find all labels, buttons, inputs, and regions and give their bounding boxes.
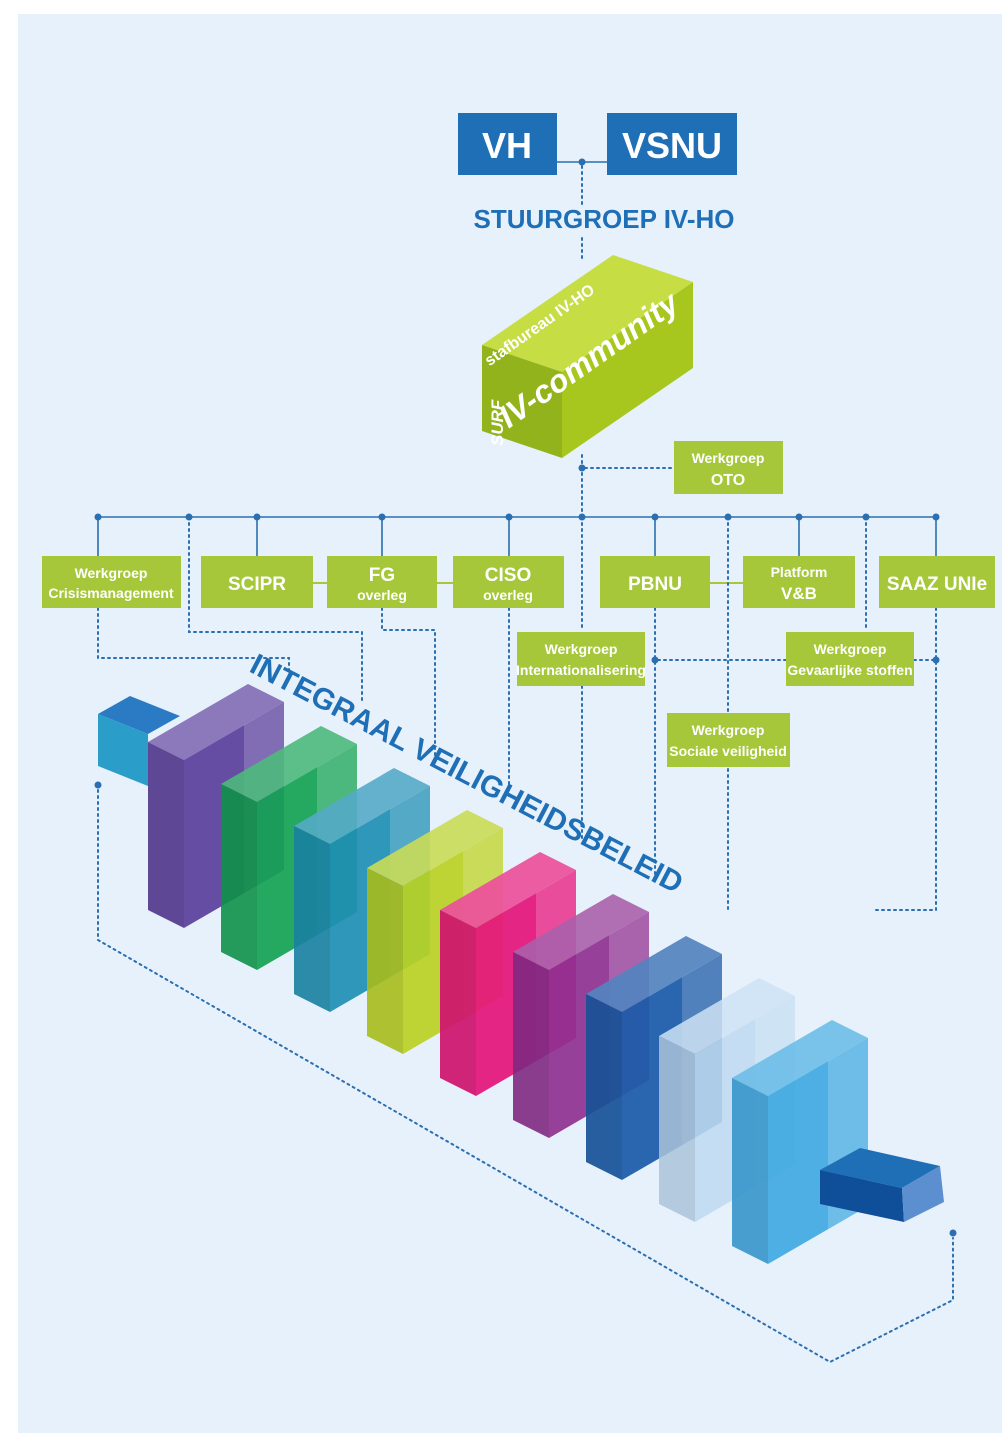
saaz-unie-box[interactable]: SAAZ UNIe xyxy=(879,556,995,608)
fg-line1: FG xyxy=(369,565,395,586)
slab-6-top xyxy=(586,936,722,1012)
platform-line2: V&B xyxy=(781,584,817,603)
stuurgroep-title: STUURGROEP IV-HO xyxy=(473,204,734,234)
gevaar-line2: Gevaarlijke stoffen xyxy=(787,662,912,678)
fg-overleg-box[interactable]: FG overleg xyxy=(327,556,437,608)
slab-1-top xyxy=(221,726,357,802)
right-cube-top xyxy=(820,1148,940,1188)
werkgroep-internationalisering-box[interactable]: Werkgroep Internationalisering xyxy=(516,632,646,686)
vsnu-box[interactable]: VSNU xyxy=(607,113,737,175)
oto-line1: Werkgroep xyxy=(692,450,765,466)
crisis-line2: Crisismanagement xyxy=(48,585,174,601)
gevaar-line1: Werkgroep xyxy=(814,641,887,657)
scipr-label: SCIPR xyxy=(228,574,286,595)
slab-2-side xyxy=(294,826,330,1012)
ciso-line1: CISO xyxy=(485,565,531,586)
slab-3-side xyxy=(367,868,403,1054)
slab-8-side xyxy=(732,1078,768,1264)
left-cube-top xyxy=(98,696,180,734)
slab-5-top xyxy=(513,894,649,970)
slab-7-top xyxy=(659,978,795,1054)
slab-0-side xyxy=(148,742,184,928)
slab-2-top xyxy=(294,768,430,844)
platform-vb-box[interactable]: Platform V&B xyxy=(743,556,855,608)
intern-line2: Internationalisering xyxy=(516,662,646,678)
iv-community-block[interactable]: stafbureau IV-HO IV-community SURF xyxy=(466,245,693,458)
pbnu-box[interactable]: PBNU xyxy=(600,556,710,608)
slab-3-top xyxy=(367,810,503,886)
slab-5-side xyxy=(513,952,549,1138)
werkgroep-sociale-veiligheid-box[interactable]: Werkgroep Sociale veiligheid xyxy=(667,713,790,767)
saaz-label: SAAZ UNIe xyxy=(887,574,987,595)
werkgroep-crisismanagement-box[interactable]: Werkgroep Crisismanagement xyxy=(42,556,181,608)
platform-line1: Platform xyxy=(771,564,828,580)
slab-0-top xyxy=(148,684,284,760)
surf-label: SURF xyxy=(488,399,507,446)
left-cube-front xyxy=(98,714,148,786)
vh-label: VH xyxy=(482,125,532,166)
ciso-overleg-box[interactable]: CISO overleg xyxy=(453,556,564,608)
slab-stack xyxy=(98,684,944,1264)
slab-4-top xyxy=(440,852,576,928)
scipr-box[interactable]: SCIPR xyxy=(201,556,313,608)
werkgroep-oto-box[interactable]: Werkgroep OTO xyxy=(674,441,783,494)
slab-8-top xyxy=(732,1020,868,1096)
slab-6-side xyxy=(586,994,622,1180)
right-cube-front xyxy=(820,1170,904,1222)
slab-7-side xyxy=(659,1036,695,1222)
sociaal-line2: Sociale veiligheid xyxy=(669,743,787,759)
sociaal-line1: Werkgroep xyxy=(692,722,765,738)
pbnu-label: PBNU xyxy=(628,574,682,595)
slab-1-side xyxy=(221,784,257,970)
vsnu-label: VSNU xyxy=(622,125,722,166)
oto-line2: OTO xyxy=(711,472,745,489)
vh-box[interactable]: VH xyxy=(458,113,557,175)
intern-line1: Werkgroep xyxy=(545,641,618,657)
right-cube-side xyxy=(902,1166,944,1222)
slab-4-side xyxy=(440,910,476,1096)
connector-lines xyxy=(94,158,957,1364)
ciso-line2: overleg xyxy=(483,587,533,603)
crisis-line1: Werkgroep xyxy=(75,565,148,581)
werkgroep-gevaarlijke-stoffen-box[interactable]: Werkgroep Gevaarlijke stoffen xyxy=(786,632,914,686)
fg-line2: overleg xyxy=(357,587,407,603)
